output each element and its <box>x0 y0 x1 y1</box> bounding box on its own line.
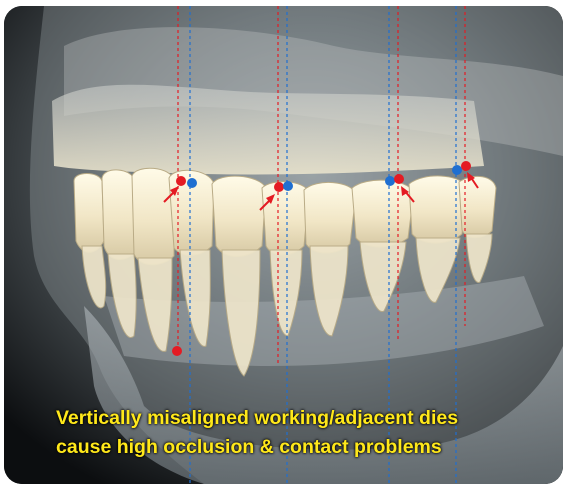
red-contact-dot <box>176 176 186 186</box>
red-root-dot <box>172 346 182 356</box>
blue-contact-dot <box>187 178 197 188</box>
red-contact-dot <box>461 161 471 171</box>
illustration-frame: Vertically misaligned working/adjacent d… <box>4 6 563 484</box>
upper-gum <box>52 85 484 175</box>
caption-line-1: Vertically misaligned working/adjacent d… <box>56 404 458 433</box>
red-contact-dot <box>394 174 404 184</box>
caption: Vertically misaligned working/adjacent d… <box>56 404 458 462</box>
caption-line-2: cause high occlusion & contact problems <box>56 433 458 462</box>
red-contact-dot <box>274 182 284 192</box>
blue-contact-dot <box>452 165 462 175</box>
blue-contact-dot <box>385 176 395 186</box>
blue-contact-dot <box>283 181 293 191</box>
